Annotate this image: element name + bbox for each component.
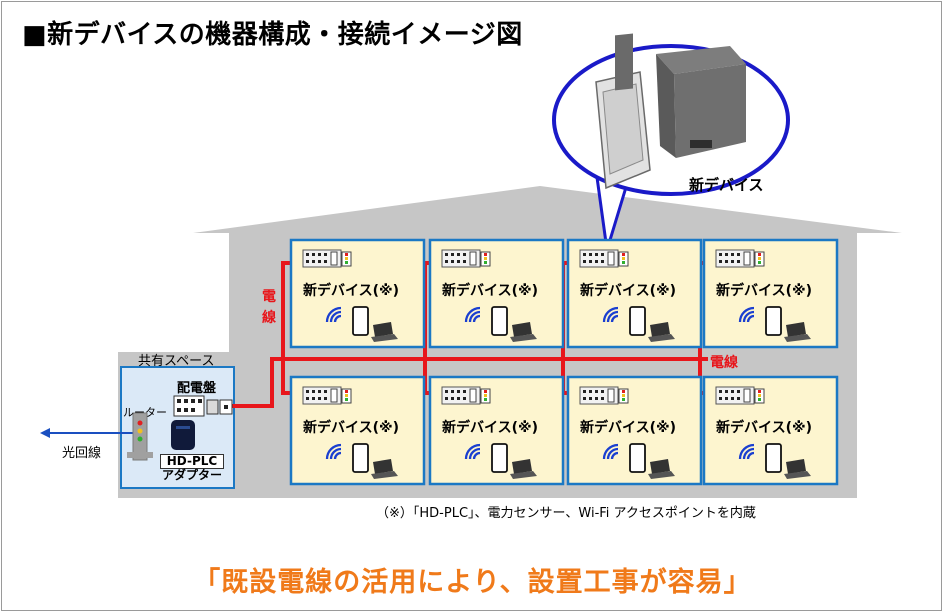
wifi-icon xyxy=(325,443,342,460)
smartphone-icon xyxy=(765,306,782,336)
laptop-icon xyxy=(648,459,675,479)
outlet-icon xyxy=(441,386,491,405)
arrow-left-icon xyxy=(40,428,135,438)
room-device-label: 新デバイス(※) xyxy=(716,283,812,299)
laptop-icon xyxy=(510,322,537,342)
room-device-label: 新デバイス(※) xyxy=(303,420,399,436)
adapter-label-line1: HD-PLC xyxy=(159,454,225,469)
wifi-icon xyxy=(325,306,342,323)
room xyxy=(428,375,565,486)
wire-label-vertical-2: 線 xyxy=(262,310,276,326)
slogan: 「既設電線の活用により、設置工事が容易」 xyxy=(193,567,752,598)
laptop-icon xyxy=(784,322,811,342)
room-device-label: 新デバイス(※) xyxy=(580,420,676,436)
smartphone-icon xyxy=(352,443,369,473)
outlet-icon xyxy=(579,386,629,405)
smartphone-icon xyxy=(629,306,646,336)
room-device-label: 新デバイス(※) xyxy=(716,420,812,436)
shared-space-label: 共有スペース xyxy=(138,354,215,369)
room xyxy=(428,238,565,349)
adapter-label: HD-PLC アダプター xyxy=(155,454,229,482)
smartphone-icon xyxy=(765,443,782,473)
device-callout-label: 新デバイス xyxy=(689,176,764,194)
room-device-label: 新デバイス(※) xyxy=(442,283,538,299)
wifi-icon xyxy=(464,443,481,460)
room xyxy=(289,375,426,486)
smartphone-icon xyxy=(491,443,508,473)
outlet-icon xyxy=(715,249,765,268)
wire-label-vertical-1: 電 xyxy=(262,289,276,305)
laptop-icon xyxy=(784,459,811,479)
room xyxy=(702,375,839,486)
outlet-icon xyxy=(302,249,352,268)
wifi-icon xyxy=(738,443,755,460)
laptop-icon xyxy=(371,322,398,342)
footnote: （※）「HD-PLC」、電力センサー、Wi-Fi アクセスポイントを内蔵 xyxy=(376,506,756,521)
room-device-label: 新デバイス(※) xyxy=(580,283,676,299)
room xyxy=(566,238,703,349)
fiber-label: 光回線 xyxy=(62,446,102,461)
panel-label: 配電盤 xyxy=(177,381,217,396)
room-device-label: 新デバイス(※) xyxy=(442,420,538,436)
wire-label-horizontal: 電線 xyxy=(710,355,738,371)
wifi-icon xyxy=(464,306,481,323)
outlet-icon xyxy=(715,386,765,405)
room xyxy=(566,375,703,486)
laptop-icon xyxy=(371,459,398,479)
wifi-icon xyxy=(738,306,755,323)
page-title: ■新デバイスの機器構成・接続イメージ図 xyxy=(22,20,523,50)
room-device-label: 新デバイス(※) xyxy=(303,283,399,299)
wifi-icon xyxy=(602,443,619,460)
laptop-icon xyxy=(510,459,537,479)
adapter-icon xyxy=(171,420,195,450)
smartphone-icon xyxy=(491,306,508,336)
smartphone-icon xyxy=(352,306,369,336)
device-illustration xyxy=(595,33,746,190)
outlet-icon xyxy=(302,386,352,405)
outlet-icon xyxy=(441,249,491,268)
adapter-label-line2: アダプター xyxy=(161,468,222,482)
outlet-icon xyxy=(579,249,629,268)
router-icon xyxy=(127,412,153,461)
smartphone-icon xyxy=(629,443,646,473)
router-label: ルーター xyxy=(123,406,167,419)
distribution-panel-icon xyxy=(173,395,233,417)
room xyxy=(702,238,839,349)
wifi-icon xyxy=(602,306,619,323)
room xyxy=(289,238,426,349)
laptop-icon xyxy=(648,322,675,342)
